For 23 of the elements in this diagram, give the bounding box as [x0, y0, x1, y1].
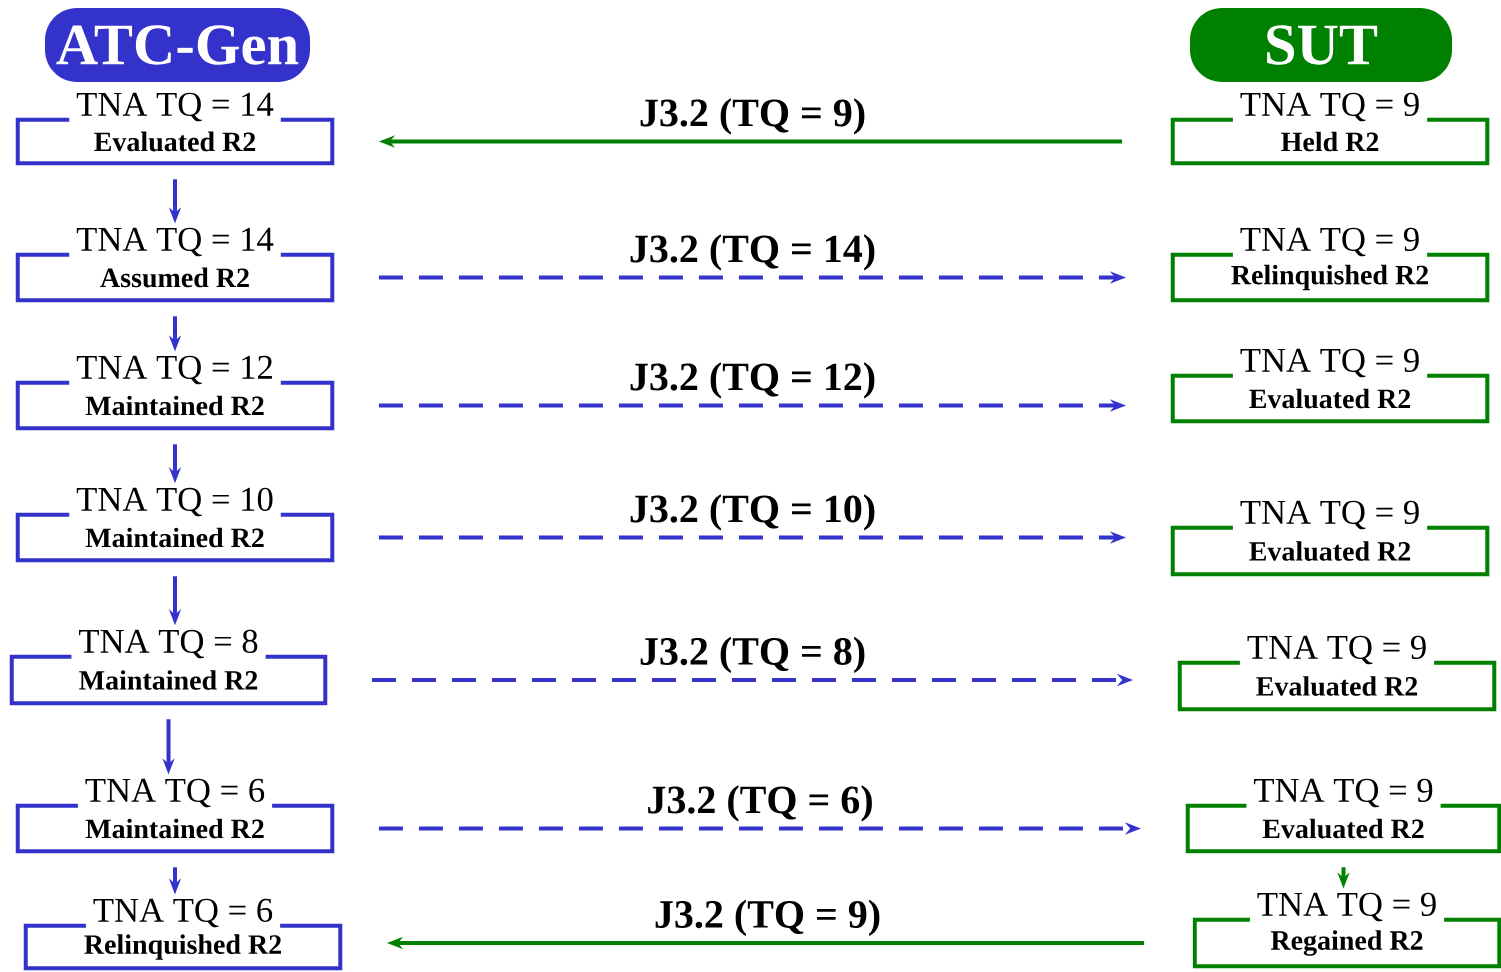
- state-box: TNA TQ = 6 Relinquished R2: [23, 898, 343, 971]
- header-pill: SUT: [1190, 8, 1452, 82]
- state-box: TNA TQ = 9 Evaluated R2: [1170, 348, 1490, 424]
- edge-label: J3.2 (TQ = 9): [637, 96, 868, 136]
- edge-label: J3.2 (TQ = 9): [652, 898, 883, 938]
- edge-label: J3.2 (TQ = 8): [637, 635, 868, 675]
- edge-label: J3.2 (TQ = 12): [627, 360, 878, 400]
- state-box: TNA TQ = 9 Evaluated R2: [1170, 500, 1490, 577]
- state-box: TNA TQ = 10 Maintained R2: [15, 487, 335, 563]
- edge-label: J3.2 (TQ = 10): [627, 492, 878, 532]
- state-box: TNA TQ = 6 Maintained R2: [15, 778, 335, 854]
- state-box: TNA TQ = 12 Maintained R2: [15, 355, 335, 431]
- state-box: TNA TQ = 14 Assumed R2: [15, 227, 335, 303]
- edge-label: J3.2 (TQ = 14): [627, 232, 878, 272]
- state-box: TNA TQ = 9 Relinquished R2: [1170, 227, 1490, 303]
- state-box: TNA TQ = 14 Evaluated R2: [15, 92, 335, 166]
- state-box: TNA TQ = 8 Maintained R2: [9, 629, 328, 706]
- header-pill: ATC-Gen: [45, 8, 310, 82]
- state-box: TNA TQ = 9 Evaluated R2: [1177, 635, 1497, 712]
- state-box: TNA TQ = 9 Evaluated R2: [1185, 778, 1501, 854]
- state-box: TNA TQ = 9 Regained R2: [1192, 892, 1501, 969]
- state-box: TNA TQ = 9 Held R2: [1170, 92, 1490, 166]
- edge-label: J3.2 (TQ = 6): [645, 784, 875, 823]
